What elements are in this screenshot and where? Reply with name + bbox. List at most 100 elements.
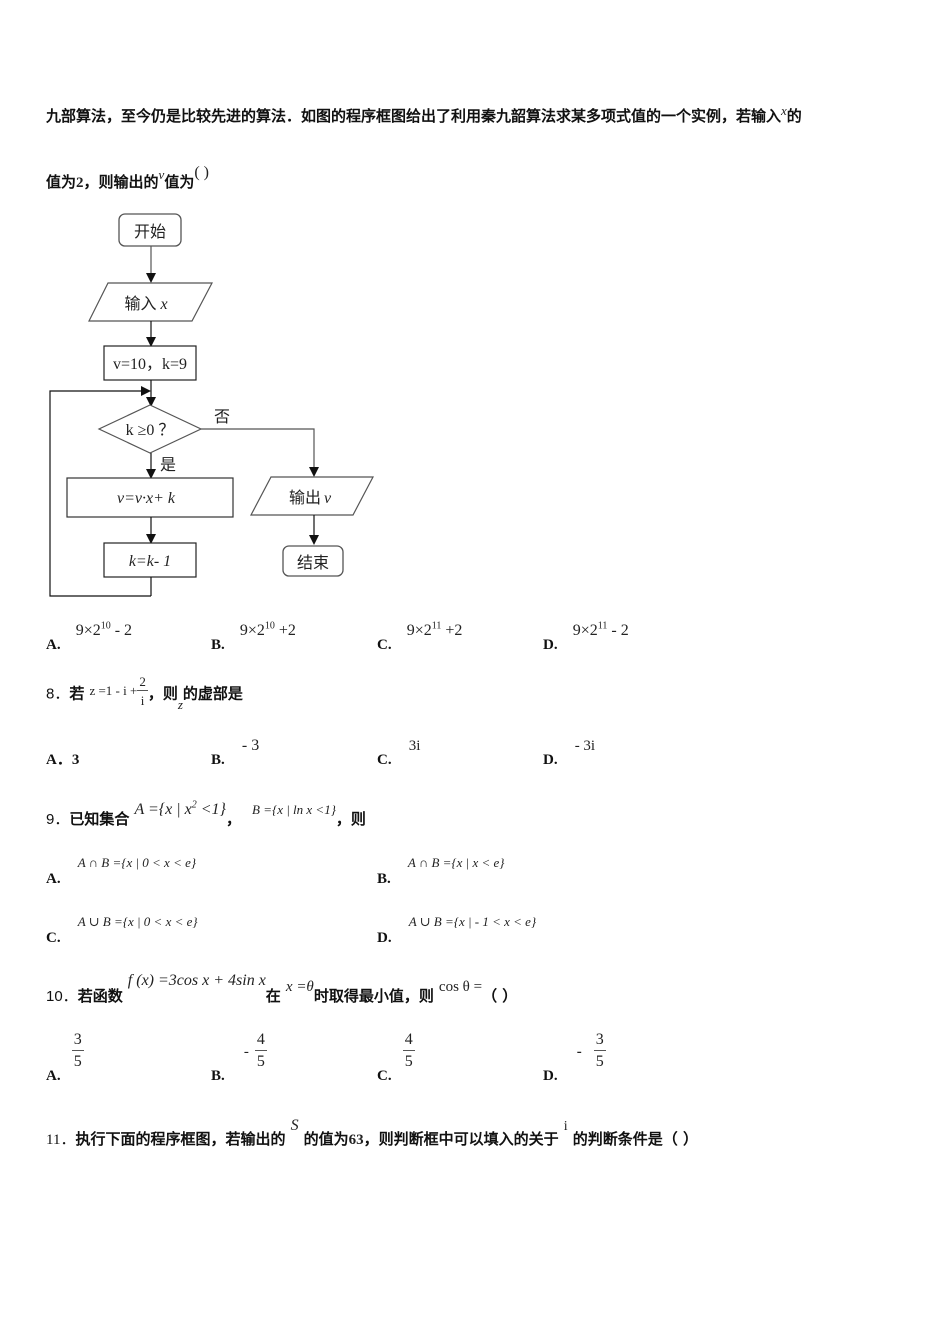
question-text: 在 <box>265 987 281 1005</box>
option-value: 3i <box>408 738 421 754</box>
condition-label: k ≥0 ？ <box>126 422 175 439</box>
question-text: ，则判断框中可以填入的关于 <box>363 1130 559 1148</box>
question-text: 已知集合 <box>69 810 130 828</box>
question-text: 的判断条件是（ ） <box>572 1130 698 1148</box>
option-value: 9×210 - 2 <box>75 620 133 639</box>
option-label: D. <box>543 637 558 653</box>
q8-option-c[interactable]: C. 3i <box>377 735 421 768</box>
option-label: B. <box>211 1067 225 1084</box>
q7-option-a[interactable]: A. 9×210 - 2 <box>46 620 133 653</box>
q9-option-d[interactable]: D. A ∪ B ={x | - 1 < x < e} <box>377 911 537 946</box>
init-label: v=10，k=9 <box>113 356 187 373</box>
option-label: C. <box>46 930 61 946</box>
option-value: A ∪ B ={x | 0 < x < e} <box>77 914 198 929</box>
option-label: D. <box>543 752 558 768</box>
option-label: C. <box>377 637 392 653</box>
question-text: ，则 <box>335 810 366 828</box>
answer-blank: ( ) <box>194 164 209 181</box>
var-s: S <box>290 1117 299 1134</box>
target-expr: cos θ = <box>438 979 483 995</box>
var-v: v <box>158 167 165 182</box>
question-text: 若函数 <box>77 987 123 1005</box>
yes-label: 是 <box>160 455 176 474</box>
q8-option-b[interactable]: B. - 3 <box>211 735 260 768</box>
option-label: D. <box>543 1067 558 1084</box>
question-10: 10．若函数 f (x) =3cos x + 4sin x在 x =θ时取得最小… <box>46 969 517 1005</box>
init-node <box>103 345 197 381</box>
comma: ， <box>225 810 241 828</box>
loop-back-line <box>49 386 151 597</box>
option-value: A ∪ B ={x | - 1 < x < e} <box>408 914 537 929</box>
update-v-label: v=v·x+ k <box>117 490 176 507</box>
answer-blank: （ ） <box>482 987 518 1005</box>
q9-option-c[interactable]: C. A ∪ B ={x | 0 < x < e} <box>46 911 198 946</box>
condition-expr: x =θ <box>285 979 314 995</box>
option-label: A. <box>46 1067 61 1084</box>
input-value: 2 <box>76 175 84 191</box>
intro-text-end: 的 <box>786 107 802 125</box>
q8-option-a[interactable]: A．3 <box>46 748 79 769</box>
option-value: - 3 <box>241 737 260 754</box>
var-i: i <box>563 1119 568 1134</box>
question-text: 若 <box>69 684 85 703</box>
math-expr: z =1 - i + <box>89 682 138 698</box>
start-label: 开始 <box>134 222 166 241</box>
no-label: 否 <box>214 407 230 426</box>
option-sign: - <box>576 1043 582 1060</box>
question-text: 时取得最小值，则 <box>313 987 434 1005</box>
q7-option-d[interactable]: D. 9×211 - 2 <box>543 620 629 653</box>
start-node <box>118 213 182 247</box>
question-text: ，则 <box>147 684 178 703</box>
option-label: C. <box>377 752 392 768</box>
option-label: C. <box>377 1067 392 1084</box>
option-label: A． <box>46 752 72 768</box>
q7-option-b[interactable]: B. 9×210 +2 <box>211 620 296 653</box>
function-expr: f (x) =3cos x + 4sin x <box>127 972 266 989</box>
option-value: 3 <box>71 752 80 768</box>
input-node <box>88 282 213 322</box>
q9-option-b[interactable]: B. A ∩ B ={x | x < e} <box>377 852 505 887</box>
intro-line-1: 九部算法，至今仍是比较先进的算法．如图的程序框图给出了利用秦九韶算法求某多项式值… <box>46 103 802 126</box>
update-v-node <box>66 477 234 518</box>
update-k-label: k=k- 1 <box>129 553 171 570</box>
intro-text: 九部算法，至今仍是比较先进的算法．如图的程序框图给出了利用秦九韶算法求某多项式值… <box>46 107 782 125</box>
end-node <box>282 545 344 577</box>
option-label: A. <box>46 637 61 653</box>
question-9: 9．已知集合 A ={x | x2 <1}， B ={x | ln x <1}，… <box>46 798 366 828</box>
option-sign: - <box>243 1043 249 1060</box>
var-x: x <box>781 103 787 118</box>
question-number: 9． <box>46 811 70 828</box>
option-label: B. <box>377 871 391 887</box>
option-label: A. <box>46 871 61 887</box>
option-label: D. <box>377 930 392 946</box>
option-label: B. <box>211 752 225 768</box>
option-value: A ∩ B ={x | x < e} <box>407 855 505 870</box>
intro-text: ，则输出的 <box>83 173 159 191</box>
option-value: 9×210 +2 <box>239 620 296 639</box>
q7-option-c[interactable]: C. 9×211 +2 <box>377 620 462 653</box>
set-b: B ={x | ln x <1} <box>252 802 336 817</box>
question-number: 8． <box>46 685 70 703</box>
question-number: 11． <box>46 1132 76 1148</box>
option-label: B. <box>211 637 225 653</box>
q8-option-d[interactable]: D. - 3i <box>543 735 595 768</box>
intro-line-2: 值为2，则输出的v值为( ) <box>46 164 209 192</box>
question-11: 11．执行下面的程序框图，若输出的 S 的值为63，则判断框中可以填入的关于 i… <box>46 1114 698 1148</box>
set-a: A ={x | x2 <1} <box>134 799 226 818</box>
var-z: z <box>177 696 183 712</box>
update-k-node <box>103 542 197 578</box>
q9-option-a[interactable]: A. A ∩ B ={x | 0 < x < e} <box>46 852 196 887</box>
question-text: 的值为 <box>303 1130 349 1148</box>
